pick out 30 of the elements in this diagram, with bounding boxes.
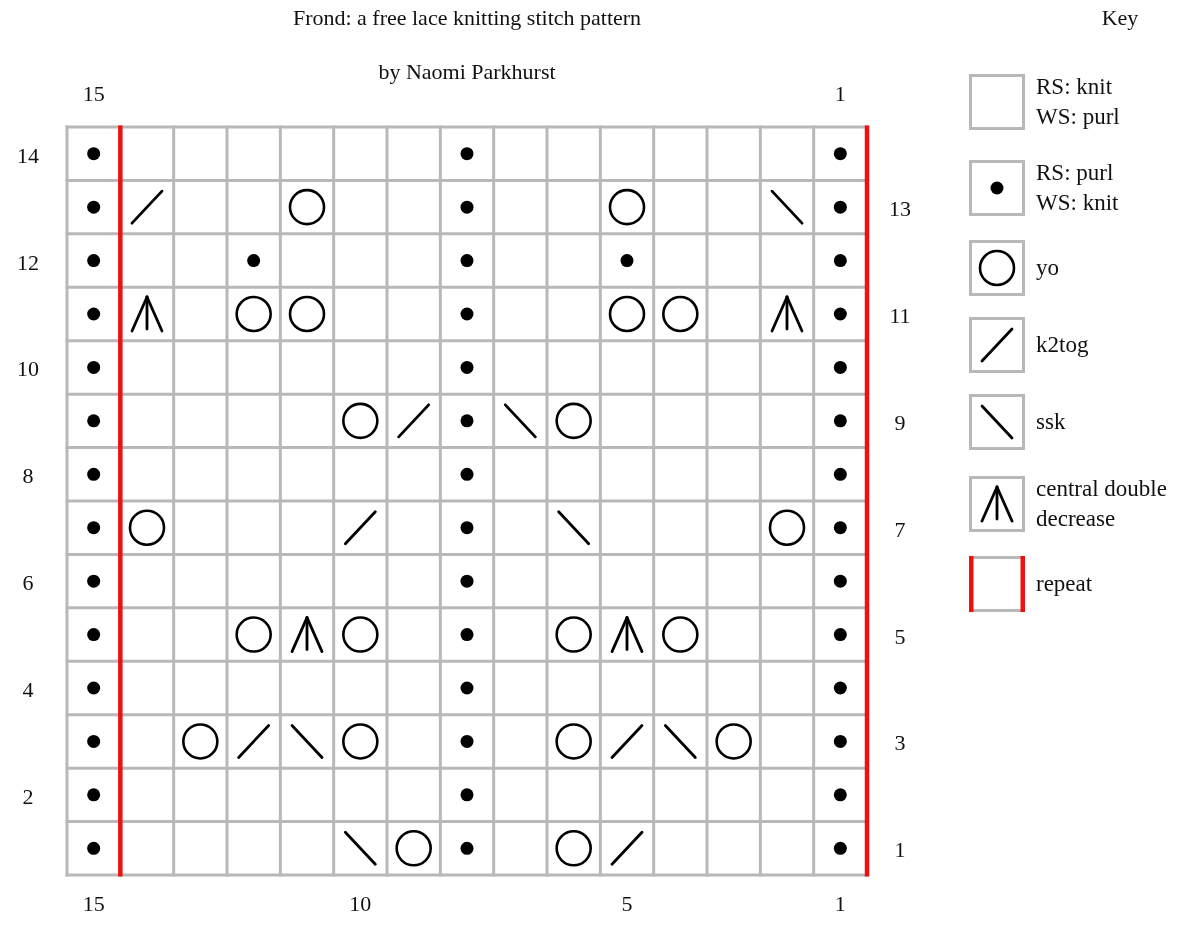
row-number: 2 [22,783,34,810]
column-number: 10 [349,891,372,917]
row-number: 14 [17,142,39,169]
row-number: 8 [22,463,34,490]
key-heading: Key [1101,5,1139,31]
author-credit: by Naomi Parkhurst [378,59,556,85]
chart-title: Frond: a free lace knitting stitch pattern [292,5,642,31]
row-number: 3 [894,730,906,757]
row-number: 13 [889,196,911,223]
key-label: k2tog [1036,331,1090,359]
key-label: yo [1036,254,1060,282]
column-number: 15 [82,81,105,107]
row-number: 5 [894,623,906,650]
key-label: repeat [1036,570,1094,598]
column-number: 5 [621,891,633,917]
row-number: 11 [889,303,911,329]
row-number: 7 [894,516,906,543]
column-number: 15 [82,891,105,917]
column-number: 1 [834,891,846,917]
key-label: RS: knit WS: purl [1036,73,1121,131]
key-label: central double decrease [1036,475,1168,533]
key-label: RS: purl WS: knit [1036,159,1120,217]
key-label: ssk [1036,408,1067,436]
row-number: 6 [22,570,34,597]
row-number: 10 [17,356,39,383]
row-number: 12 [17,249,39,276]
row-number: 1 [894,837,906,864]
column-number: 1 [834,81,846,107]
row-number: 4 [22,677,34,703]
row-number: 9 [894,409,906,436]
